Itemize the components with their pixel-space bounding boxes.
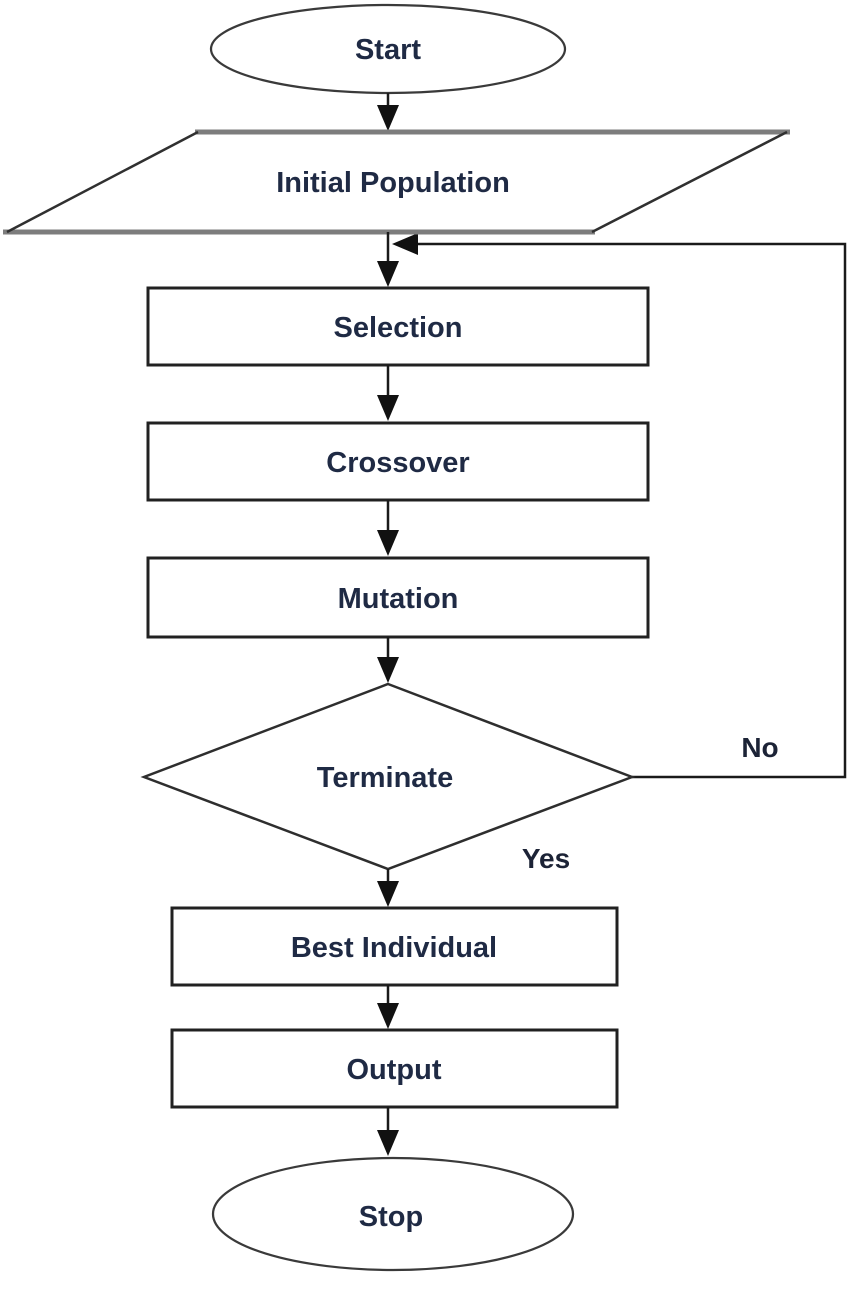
node-stop: Stop: [211, 1156, 575, 1272]
node-selection: Selection: [146, 286, 650, 367]
stop-ellipse: [211, 1156, 575, 1272]
node-mutation: Mutation: [146, 556, 650, 639]
arrowhead-down-icon: [377, 1130, 399, 1156]
initial-population-left-edge: [6, 130, 199, 234]
mutation-label: Mutation: [338, 583, 459, 615]
arrowhead-down-icon: [377, 261, 399, 287]
crossover-box: [146, 421, 650, 502]
no-loop-line: [400, 242, 847, 779]
node-best-individual: Best Individual: [170, 906, 619, 987]
start-label: Start: [355, 34, 421, 66]
edge-mutation-to-terminate: [377, 637, 399, 683]
node-output: Output: [170, 1028, 619, 1109]
selection-label: Selection: [334, 312, 463, 344]
edge-start-to-initial-population: [377, 93, 399, 131]
edge-terminate-no-loop: No: [392, 233, 847, 779]
stop-label: Stop: [359, 1201, 423, 1233]
label-yes: Yes: [522, 843, 570, 874]
label-no: No: [741, 732, 778, 763]
arrowhead-down-icon: [377, 105, 399, 131]
node-initial-population: Initial Population: [3, 129, 790, 235]
node-terminate: Terminate: [140, 682, 636, 871]
crossover-label: Crossover: [326, 447, 469, 479]
best-individual-label: Best Individual: [291, 932, 497, 964]
node-crossover: Crossover: [146, 421, 650, 502]
initial-population-right-edge: [591, 130, 788, 234]
edge-initial-population-to-selection: [377, 232, 399, 287]
initial-population-fill: [7, 132, 787, 232]
best-individual-box: [170, 906, 619, 987]
terminate-label: Terminate: [317, 762, 453, 794]
initial-population-label: Initial Population: [276, 167, 510, 199]
selection-box: [146, 286, 650, 367]
mutation-box: [146, 556, 650, 639]
edge-best-individual-to-output: [377, 985, 399, 1029]
output-label: Output: [346, 1054, 441, 1086]
node-start: Start: [209, 3, 567, 95]
arrowhead-down-icon: [377, 530, 399, 556]
edge-selection-to-crossover: [377, 365, 399, 421]
edge-terminate-to-best-individual: [377, 869, 399, 907]
arrowhead-down-icon: [377, 395, 399, 421]
no-loop-arrowhead-left-icon: [392, 233, 418, 255]
arrowhead-down-icon: [377, 657, 399, 683]
arrowhead-down-icon: [377, 881, 399, 907]
edge-output-to-stop: [377, 1107, 399, 1156]
arrowhead-down-icon: [377, 1003, 399, 1029]
edge-crossover-to-mutation: [377, 500, 399, 556]
output-box: [170, 1028, 619, 1109]
